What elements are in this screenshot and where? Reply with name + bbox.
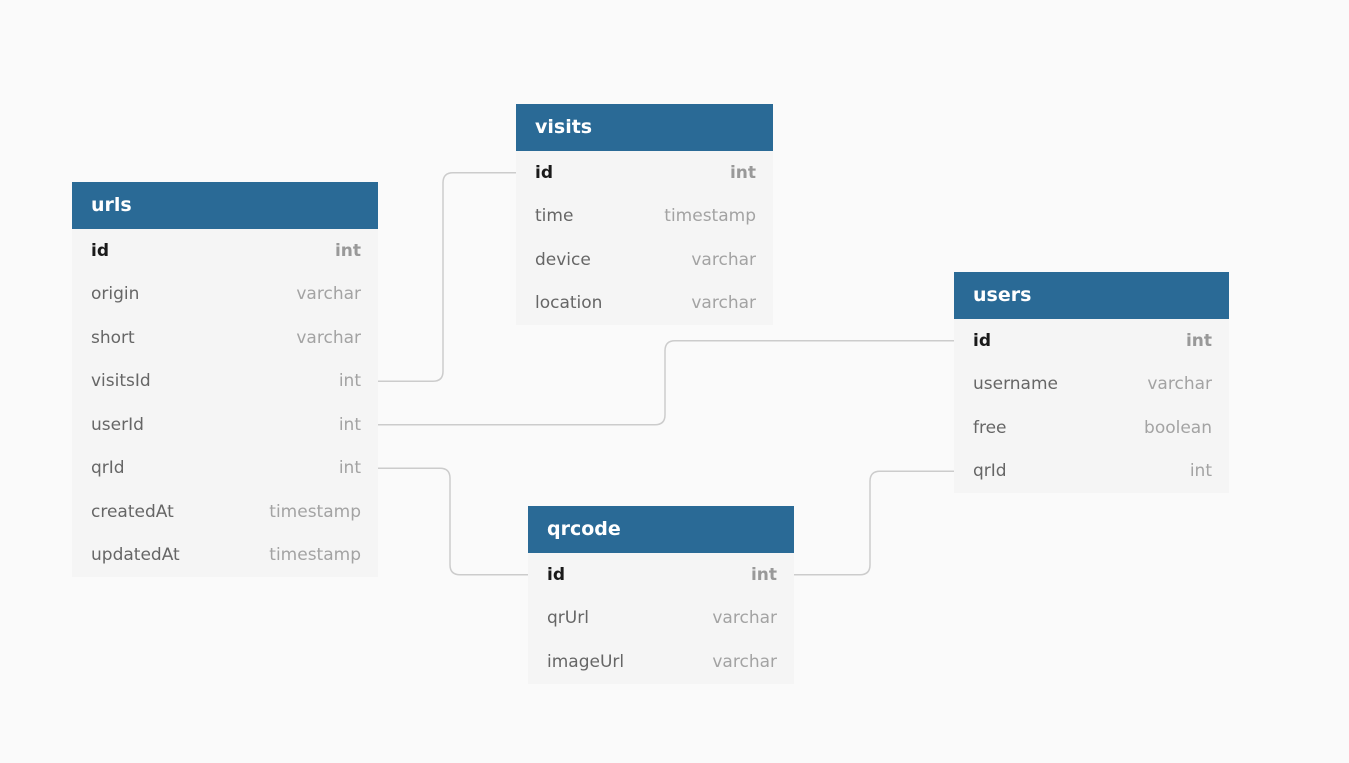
- table-header-users[interactable]: users: [954, 272, 1229, 319]
- field-row-urls-createdAt[interactable]: createdAt timestamp: [72, 490, 378, 534]
- field-row-urls-updatedAt[interactable]: updatedAt timestamp: [72, 534, 378, 578]
- field-name: device: [535, 249, 591, 270]
- field-name: visitsId: [91, 371, 151, 392]
- field-row-urls-short[interactable]: short varchar: [72, 316, 378, 360]
- field-row-urls-qrId[interactable]: qrId int: [72, 447, 378, 491]
- field-type: varchar: [296, 327, 361, 348]
- field-type: int: [334, 240, 361, 261]
- table-qrcode[interactable]: qrcode id int qrUrl varchar imageUrl varchar: [528, 506, 794, 684]
- field-row-users-free[interactable]: free boolean: [954, 406, 1229, 450]
- field-name: id: [547, 564, 565, 585]
- field-row-urls-visitsId[interactable]: visitsId int: [72, 360, 378, 404]
- field-row-urls-id[interactable]: id int: [72, 229, 378, 273]
- relation-urls-visitsId-to-visits-id[interactable]: [378, 172, 516, 382]
- field-type: varchar: [296, 284, 361, 305]
- field-type: int: [338, 371, 361, 392]
- field-name: id: [91, 240, 109, 261]
- table-header-qrcode[interactable]: qrcode: [528, 506, 794, 553]
- field-type: varchar: [712, 608, 777, 629]
- field-name: origin: [91, 284, 140, 305]
- field-type: varchar: [691, 293, 756, 314]
- field-type: varchar: [691, 249, 756, 270]
- field-type: int: [1189, 461, 1212, 482]
- field-type: varchar: [1147, 374, 1212, 395]
- field-row-visits-device[interactable]: device varchar: [516, 238, 773, 282]
- field-type: timestamp: [269, 545, 361, 566]
- field-name: qrUrl: [547, 608, 589, 629]
- table-users[interactable]: users id int username varchar free boolean qrId…: [954, 272, 1229, 493]
- field-type: int: [750, 564, 777, 585]
- relation-urls-qrId-to-qrcode-id[interactable]: [378, 467, 528, 576]
- field-name: imageUrl: [547, 651, 625, 672]
- field-name: short: [91, 327, 135, 348]
- field-row-qrcode-imageUrl[interactable]: imageUrl varchar: [528, 640, 794, 684]
- field-type: boolean: [1144, 417, 1212, 438]
- field-row-visits-location[interactable]: location varchar: [516, 282, 773, 326]
- field-row-users-qrId[interactable]: qrId int: [954, 450, 1229, 494]
- field-name: username: [973, 374, 1058, 395]
- field-name: free: [973, 417, 1007, 438]
- table-header-urls[interactable]: urls: [72, 182, 378, 229]
- field-name: location: [535, 293, 603, 314]
- field-name: createdAt: [91, 501, 174, 522]
- field-type: int: [1185, 330, 1212, 351]
- field-type: timestamp: [664, 206, 756, 227]
- relation-urls-userId-to-users-id[interactable]: [378, 340, 954, 426]
- field-type: varchar: [712, 651, 777, 672]
- field-type: int: [338, 458, 361, 479]
- field-name: updatedAt: [91, 545, 180, 566]
- field-row-qrcode-id[interactable]: id int: [528, 553, 794, 597]
- relation-users-qrId-to-qrcode-id[interactable]: [794, 470, 954, 576]
- table-urls[interactable]: urls id int origin varchar short varchar visits…: [72, 182, 378, 577]
- field-row-visits-time[interactable]: time timestamp: [516, 195, 773, 239]
- field-row-visits-id[interactable]: id int: [516, 151, 773, 195]
- field-row-users-id[interactable]: id int: [954, 319, 1229, 363]
- field-name: time: [535, 206, 574, 227]
- field-name: qrId: [973, 461, 1007, 482]
- table-header-visits[interactable]: visits: [516, 104, 773, 151]
- field-name: id: [535, 162, 553, 183]
- field-name: userId: [91, 414, 144, 435]
- field-row-urls-userId[interactable]: userId int: [72, 403, 378, 447]
- field-row-users-username[interactable]: username varchar: [954, 363, 1229, 407]
- field-row-qrcode-qrUrl[interactable]: qrUrl varchar: [528, 597, 794, 641]
- field-row-urls-origin[interactable]: origin varchar: [72, 273, 378, 317]
- field-type: timestamp: [269, 501, 361, 522]
- field-name: id: [973, 330, 991, 351]
- field-type: int: [729, 162, 756, 183]
- field-type: int: [338, 414, 361, 435]
- field-name: qrId: [91, 458, 125, 479]
